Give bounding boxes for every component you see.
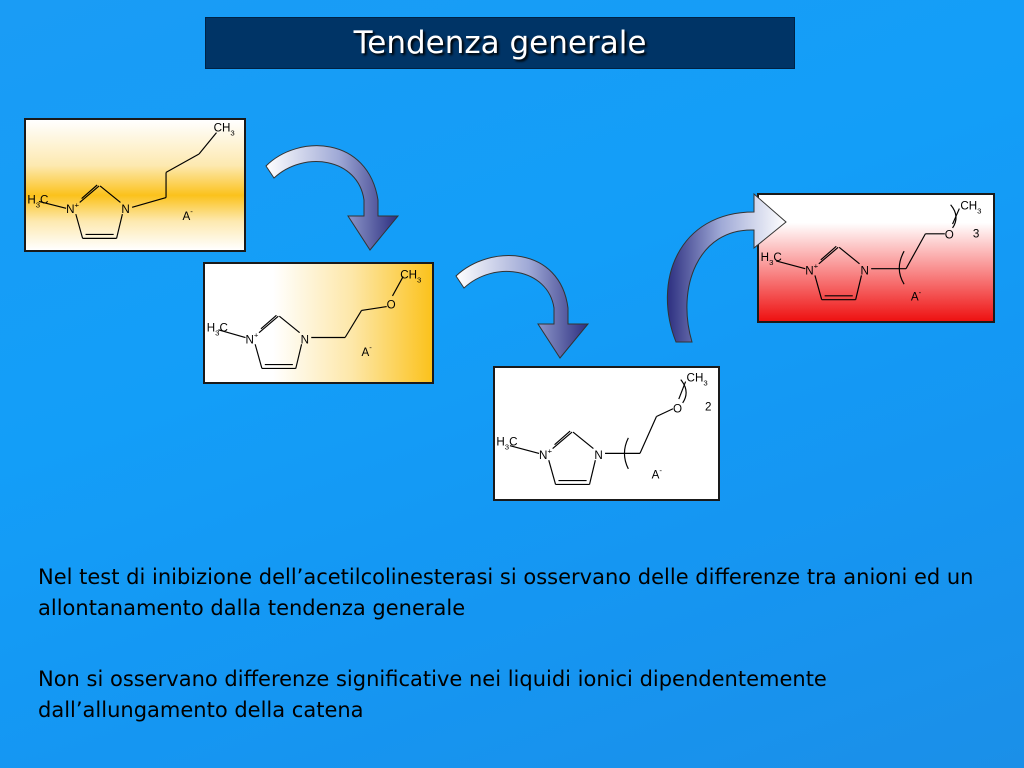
slide-title: Tendenza generale <box>353 25 647 61</box>
molecule-methoxyethyl-panel: H3C N+ N O CH3 A- <box>203 262 434 384</box>
molecule-methoxyethyl-structure: H3C N+ N O CH3 A- <box>207 269 421 370</box>
molecule-ethoxy-n2-panel: H3C N+ N O CH3 2 A- <box>493 366 720 501</box>
nitrogen-label: N <box>594 449 602 462</box>
body-paragraph-chain-length: Non si osservano differenze significativ… <box>38 667 827 722</box>
nitrogen-cation-label: N+ <box>245 331 258 347</box>
curved-arrow-icon <box>265 145 400 251</box>
methyl-label: H3C <box>27 193 48 209</box>
molecule-butyl-panel: H3C N+ N CH3 A- <box>24 118 246 252</box>
oxygen-label: O <box>673 403 682 416</box>
methyl-label: H3C <box>761 251 782 267</box>
anion-label: A- <box>911 288 922 304</box>
terminal-methyl-label: CH3 <box>214 122 235 138</box>
oxygen-label: O <box>945 229 954 242</box>
slide-title-bar: Tendenza generale <box>205 17 795 69</box>
terminal-methyl-label: CH3 <box>400 269 421 285</box>
terminal-methyl-label: CH3 <box>687 372 708 388</box>
methyl-label: H3C <box>496 436 517 452</box>
curved-arrow-icon <box>666 192 787 343</box>
curved-arrow-icon <box>455 255 590 359</box>
repeat-count-label: 2 <box>705 401 711 414</box>
molecule-ethoxy-n2-structure: H3C N+ N O CH3 2 A- <box>496 372 711 486</box>
nitrogen-label: N <box>121 203 129 216</box>
anion-label: A- <box>183 207 194 223</box>
oxygen-label: O <box>387 298 396 311</box>
anion-label: A- <box>652 466 663 482</box>
molecule-ethoxy-n3-structure: H3C N+ N O CH3 3 A- <box>761 200 982 304</box>
nitrogen-cation-label: N+ <box>539 446 552 462</box>
methyl-label: H3C <box>207 322 228 338</box>
nitrogen-label: N <box>301 333 309 346</box>
molecule-butyl-structure: H3C N+ N CH3 A- <box>27 122 235 239</box>
body-paragraph-anions: Nel test di inibizione dell’acetilcoline… <box>38 565 974 620</box>
terminal-methyl-label: CH3 <box>960 200 981 216</box>
nitrogen-label: N <box>860 264 868 277</box>
nitrogen-cation-label: N+ <box>66 200 79 216</box>
repeat-count-label: 3 <box>973 228 979 241</box>
nitrogen-cation-label: N+ <box>805 262 818 278</box>
anion-label: A- <box>362 343 373 359</box>
molecule-ethoxy-n3-panel: H3C N+ N O CH3 3 A- <box>757 193 995 323</box>
